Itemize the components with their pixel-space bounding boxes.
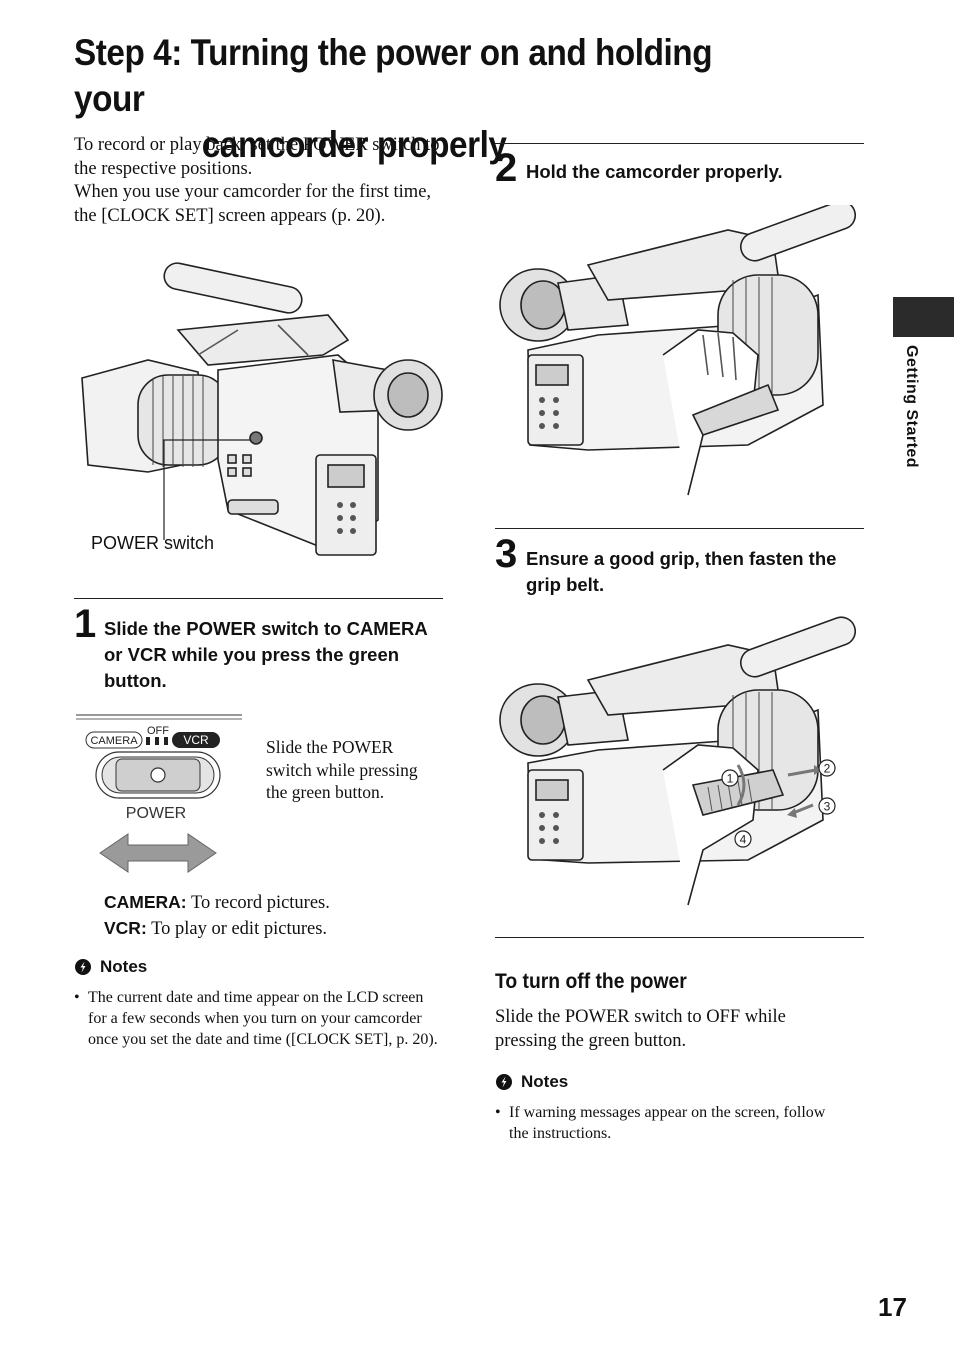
grip-step-markers: 1 2 3 4 [721, 759, 836, 848]
definition-camera: CAMERA: To record pictures. [104, 890, 444, 916]
grip-marker-3: 3 [824, 800, 831, 814]
step1-rule [74, 598, 443, 599]
power-switch-callout: POWER switch [91, 533, 215, 553]
step3-number: 3 [495, 532, 518, 576]
notes-right-list: If warning messages appear on the screen… [495, 1102, 840, 1144]
definition-desc: To record pictures. [190, 893, 330, 913]
definition-term: CAMERA: [104, 892, 187, 912]
definition-vcr: VCR: To play or edit pictures. [104, 916, 444, 942]
page-number: 17 [878, 1292, 907, 1322]
notes-left-title: Notes [100, 957, 148, 976]
intro-paragraph-2: When you use your camcorder for the firs… [74, 182, 432, 226]
grip-marker-1: 1 [727, 772, 734, 786]
page-title-line2: camcorder properly [201, 124, 507, 165]
turn-off-text: Slide the POWER switch to OFF while pres… [495, 1007, 786, 1051]
power-switch-diagram: CAMERA OFF VCR POWER [76, 714, 242, 873]
grip-belt-illustration: 1 2 3 4 [499, 616, 857, 906]
step2-rule [495, 143, 864, 144]
notes-icon [496, 1074, 512, 1090]
intro-text: To record or play back, set the POWER sw… [74, 134, 444, 228]
notes-right-heading: Notes [495, 1072, 568, 1092]
grip-marker-4: 4 [740, 833, 747, 847]
switch-caption: Slide the POWER switch while pressing th… [266, 737, 418, 802]
grip-marker-2: 2 [824, 762, 831, 776]
step3-text: Ensure a good grip, then fasten the grip… [526, 548, 837, 595]
notes-left-list: The current date and time appear on the … [74, 987, 444, 1050]
camcorder-holding-illustration [499, 205, 857, 496]
section-tab-marker [893, 297, 954, 337]
turn-off-rule [495, 937, 864, 938]
list-item: If warning messages appear on the screen… [495, 1102, 840, 1144]
notes-right-title: Notes [521, 1072, 569, 1091]
section-tab-label: Getting Started [903, 345, 920, 469]
page-title-line1: Step 4: Turning the power on and holding… [74, 32, 713, 119]
intro-paragraph-1: To record or play back, set the POWER sw… [74, 135, 440, 179]
camcorder-side-illustration [81, 262, 443, 556]
notes-left-heading: Notes [74, 957, 147, 977]
step1-number: 1 [74, 602, 97, 646]
step1-text: Slide the POWER switch to CAMERA or VCR … [104, 618, 428, 691]
list-item: The current date and time appear on the … [74, 987, 444, 1050]
switch-power-label: POWER [126, 805, 186, 822]
switch-off-label: OFF [147, 725, 169, 737]
page-title: Step 4: Turning the power on and holding… [74, 30, 776, 168]
mode-definitions: CAMERA: To record pictures. VCR: To play… [104, 890, 444, 942]
step3-rule [495, 528, 864, 529]
turn-off-heading: To turn off the power [495, 970, 687, 993]
switch-vcr-label: VCR [183, 733, 209, 747]
switch-camera-label: CAMERA [90, 735, 138, 747]
step2-text: Hold the camcorder properly. [526, 161, 783, 182]
definition-term: VCR: [104, 918, 147, 938]
notes-icon [75, 959, 91, 975]
definition-desc: To play or edit pictures. [151, 919, 328, 939]
step2-number: 2 [495, 146, 518, 190]
